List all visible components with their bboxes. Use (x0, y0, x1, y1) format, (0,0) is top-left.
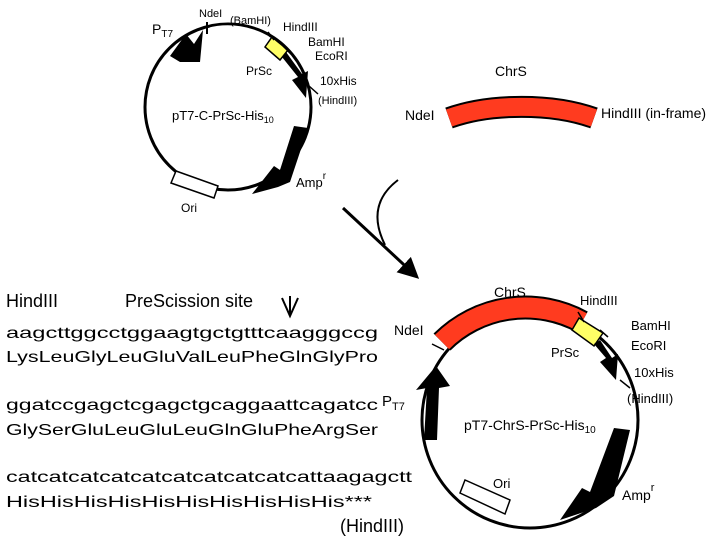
vector-name-label: pT7-C-PrSc-His10 (172, 108, 274, 125)
product-ndei-tick (431, 343, 445, 351)
product-chrs-arc (434, 297, 587, 350)
product-t7-arrow (416, 366, 450, 440)
vector-ori-label: Ori (181, 201, 197, 215)
vector-plasmid: PT7 NdeI (BamHI) HindIII BamHI EcoRI PrS… (143, 8, 357, 215)
vector-hindiii-paren-label: (HindIII) (318, 95, 357, 107)
seq-line2-aa: GlySerGluLeuGluLeuGlnGluPheArgSer (6, 422, 379, 439)
product-his-label: 10xHis (634, 365, 674, 380)
vector-ndei-label: NdeI (199, 8, 222, 20)
product-chrs-label: ChrS (494, 284, 526, 300)
vector-hindiii-label: HindIII (283, 20, 318, 34)
product-prsc-label: PrSc (551, 345, 580, 360)
vector-bamhi-paren-label: (BamHI) (230, 15, 271, 27)
insert-chrs-arc (445, 97, 598, 127)
product-amp-label: Ampr (622, 482, 655, 503)
product-hindiii-end-tick (619, 379, 631, 389)
vector-promoter-label: PT7 (152, 21, 173, 40)
vector-mcs-region (206, 23, 273, 38)
vector-ecori-label: EcoRI (315, 49, 348, 63)
vector-his-arrow (282, 52, 308, 98)
product-amp-arrow (560, 428, 630, 520)
product-hindiii-paren-label: (HindIII) (627, 391, 673, 406)
vector-his-label: 10xHis (320, 74, 357, 88)
product-hindiii-label: HindIII (580, 293, 618, 308)
insert-fragment: ChrS NdeI HindIII (in-frame) (405, 63, 706, 129)
product-ori-box (459, 478, 511, 516)
seq-end-hindiii-label: (HindIII) (340, 516, 404, 536)
vector-bamhi-tick (282, 45, 291, 54)
product-ori-label: Ori (493, 476, 510, 491)
product-hindiii-tick (577, 311, 585, 323)
seq-line3-dna: catcatcatcatcatcatcatcatcatcattaagagctt (6, 469, 413, 486)
vector-t7-arrow (170, 30, 203, 62)
product-promoter-label: PT7 (382, 393, 405, 413)
seq-hindiii-label: HindIII (6, 291, 58, 311)
vector-hindiii-tick (267, 31, 275, 41)
insert-ndei-label: NdeI (405, 107, 435, 123)
insert-chrs-label: ChrS (495, 63, 527, 79)
vector-prsc-box (263, 35, 290, 62)
product-prsc-box (571, 316, 605, 348)
product-bamhi-tick (599, 329, 609, 338)
sequence-panel: HindIII PreScission site aagcttggcctggaa… (6, 291, 413, 536)
seq-line1-aa: LysLeuGlyLeuGluValLeuPheGlnGlyPro (6, 349, 378, 366)
vector-amp-arrow (252, 126, 308, 194)
seq-line3-aa: HisHisHisHisHisHisHisHisHisHis*** (6, 494, 372, 511)
product-bamhi-label: BamHI (631, 318, 671, 333)
product-his-arrow (594, 340, 618, 380)
vector-amp-label: Ampr (296, 171, 327, 190)
vector-prsc-label: PrSc (246, 64, 272, 78)
vector-hindiii-end-tick (308, 85, 319, 95)
ligation-arrow (341, 206, 420, 279)
product-ecori-label: EcoRI (631, 338, 666, 353)
seq-line2-dna: ggatccgagctcgagctgcaggaattcagatcc (6, 397, 378, 414)
vector-bamhi-label: BamHI (308, 35, 345, 49)
ligation-arrows (341, 179, 420, 279)
insert-hindiii-label: HindIII (in-frame) (601, 105, 706, 121)
product-name-label: pT7-ChrS-PrSc-His10 (464, 417, 596, 436)
product-ndei-label: NdeI (394, 322, 424, 338)
ligation-curve (376, 179, 399, 246)
product-plasmid: ChrS NdeI HindIII BamHI EcoRI PrSc 10xHi… (382, 284, 674, 530)
seq-prescission-label: PreScission site (125, 291, 253, 311)
vector-ori-box (170, 170, 219, 199)
seq-line1-dna: aagcttggcctggaagtgctgtttcaagggccg (6, 325, 378, 342)
